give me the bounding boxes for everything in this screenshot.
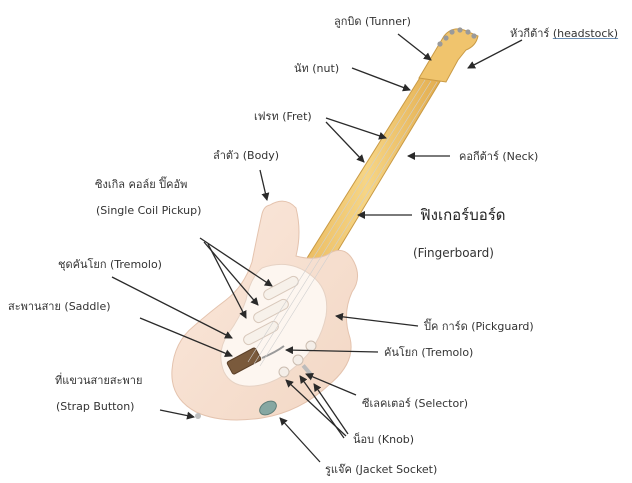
- label-strap-th: ที่แขวนสายสะพาย: [55, 374, 142, 388]
- label-tremolo-right: คันโยก (Tremolo): [384, 346, 473, 360]
- label-tuner: ลูกบิด (Tunner): [334, 15, 411, 29]
- label-fingerboard-th: ฟิงเกอร์บอร์ด: [420, 206, 506, 224]
- arrow-body: [260, 170, 267, 200]
- label-nut: นัท (nut): [294, 62, 339, 76]
- arrow-headstock: [468, 40, 522, 68]
- arrow-fret-1: [326, 118, 386, 138]
- label-headstock-th: หัวกีต้าร์: [510, 27, 549, 40]
- strap-button: [195, 413, 201, 419]
- label-saddle: สะพานสาย (Saddle): [8, 300, 111, 314]
- arrow-nut: [352, 68, 410, 90]
- arrow-tuner: [398, 34, 431, 60]
- label-single-coil-th: ซิงเกิล คอล์ย ปิ๊คอัพ: [95, 178, 187, 192]
- label-fingerboard-en: (Fingerboard): [413, 245, 494, 261]
- arrow-tremolo-left: [112, 277, 232, 338]
- label-neck: คอกีต้าร์ (Neck): [459, 150, 538, 164]
- arrow-fret-2: [326, 122, 364, 162]
- label-selector: ซีเลคเตอร์ (Selector): [362, 397, 468, 411]
- label-strap-en: (Strap Button): [56, 400, 134, 414]
- label-tremolo-left: ชุดคันโยก (Tremolo): [58, 258, 162, 272]
- arrow-pickguard: [336, 316, 418, 326]
- guitar-headstock: [419, 29, 478, 82]
- label-body: ลำตัว (Body): [213, 149, 279, 163]
- arrow-strap: [160, 410, 194, 417]
- arrow-knob-2: [314, 384, 348, 434]
- arrow-jack: [280, 418, 320, 462]
- label-headstock-en: (headstock): [553, 27, 618, 40]
- label-knob: น็อบ (Knob): [353, 433, 414, 447]
- label-fret: เฟรท (Fret): [254, 110, 312, 124]
- label-single-coil-en: (Single Coil Pickup): [96, 204, 201, 218]
- label-pickguard: ปิ๊ค การ์ด (Pickguard): [424, 320, 534, 334]
- label-jack: รูแจ๊ค (Jacket Socket): [325, 463, 437, 477]
- label-headstock: หัวกีต้าร์ (headstock): [510, 27, 618, 41]
